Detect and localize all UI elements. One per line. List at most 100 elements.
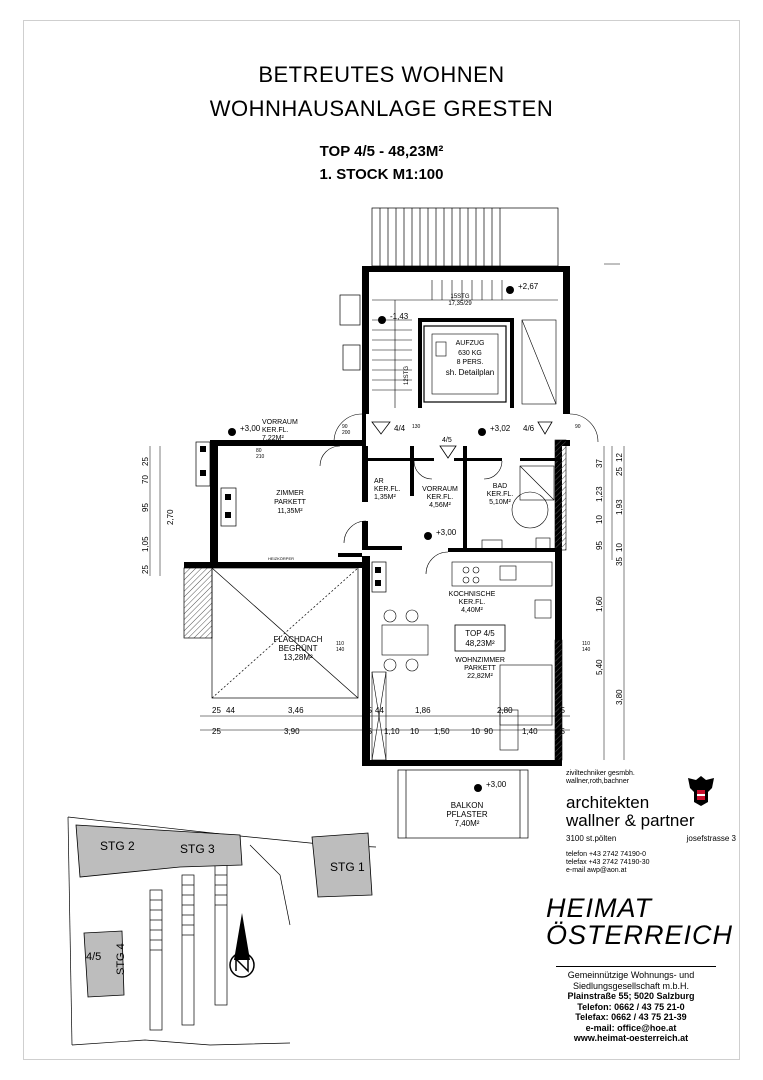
level-4: +3,02 — [490, 424, 511, 433]
room-flachdach-area: 13,28M² — [283, 653, 313, 662]
dim-right-380: 3,80 — [615, 689, 624, 705]
room-kochnische-area: 4,40M² — [461, 607, 483, 614]
title-line-2: WOHNHAUSANLAGE GRESTEN — [209, 96, 554, 121]
heimat-logo: HEIMAT ÖSTERREICH — [546, 893, 734, 950]
site-stg4: STG 4 — [115, 943, 127, 975]
dim-bot2-90: 90 — [484, 727, 493, 736]
dim-left-70: 70 — [141, 475, 150, 484]
room-balkon-area: 7,40M² — [455, 819, 480, 828]
dim-right-10a: 10 — [595, 515, 604, 524]
austrian-eagle-icon — [684, 770, 718, 810]
room-vorraum-ext-floor: KER.FL. — [262, 427, 289, 434]
level-6: +3,00 — [486, 780, 507, 789]
level-5: +3,00 — [436, 528, 457, 537]
mark-4-5: 4/5 — [442, 437, 452, 444]
page-frame — [23, 20, 740, 1060]
room-ar-area: 1,35M² — [374, 494, 396, 501]
unit-box-line1: TOP 4/5 — [465, 629, 495, 638]
flat-roof — [183, 567, 359, 699]
title-line-1: BETREUTES WOHNEN — [258, 62, 505, 87]
dim-right-193: 1,93 — [615, 499, 624, 515]
kitchen-counter — [451, 561, 553, 619]
company-line1: Gemeinnützige Wohnungs- und — [567, 970, 695, 980]
company-line2: Siedlungsgesellschaft m.b.H. — [572, 980, 690, 991]
room-balkon: BALKON — [451, 801, 484, 810]
stairwell — [372, 280, 558, 408]
dim-bot1-25a: 25 — [212, 706, 221, 715]
door-dim-90a: 90 — [342, 424, 348, 430]
dim-right-25: 25 — [615, 467, 624, 476]
room-balkon-floor: PFLASTER — [446, 810, 488, 819]
unit-label: TOP 4/5 - 48,23M² — [319, 143, 444, 160]
architect-line1: ziviltechniker gesmbh. — [566, 770, 635, 777]
architect-name2: wallner & partner — [566, 811, 695, 830]
company-line3: Plainstraße 55; 5020 Salzburg — [567, 991, 695, 1001]
room-vorraum-ext-area: 7,22M² — [262, 435, 284, 442]
room-ar-floor: KER.FL. — [374, 486, 401, 493]
dim-left-25a: 25 — [141, 457, 150, 466]
dim-bot2-10b: 10 — [471, 727, 480, 736]
dim-bot2-25a: 25 — [212, 727, 221, 736]
room-vorraum-area: 4,56M² — [429, 502, 451, 509]
dim-right-10b: 10 — [615, 543, 624, 552]
floor-scale: 1. STOCK M1:100 — [319, 166, 444, 183]
architect-city: 3100 st.pölten — [566, 834, 617, 843]
door-dim-110: 110 — [336, 641, 344, 647]
stairs-size: 17,35/29 — [448, 301, 472, 307]
room-zimmer-area: 11,35M² — [277, 508, 303, 515]
dim-bot1-25c: 25 — [556, 706, 565, 715]
dim-bot1-186: 1,86 — [415, 706, 431, 715]
mark-4-4: 4/4 — [394, 424, 406, 433]
room-vorraum-ext: VORRAUM — [262, 419, 298, 426]
door-dim-110b: 110 — [582, 641, 590, 647]
site-unit: 4/5 — [86, 951, 101, 963]
site-stg2: STG 2 — [100, 839, 135, 853]
door-dim-80: 80 — [256, 448, 262, 454]
door-dim-140b: 140 — [582, 647, 591, 653]
dim-bot2-10a: 10 — [410, 727, 419, 736]
room-zimmer: ZIMMER — [276, 490, 304, 497]
architect-name1: architekten — [566, 793, 650, 812]
dim-right-95: 95 — [595, 541, 604, 550]
room-kochnische-floor: KER.FL. — [459, 599, 486, 606]
room-bad-area: 5,10M² — [489, 499, 511, 506]
dim-right-160: 1,60 — [595, 596, 604, 612]
architect-tel: telefon +43 2742 74190-0 — [566, 851, 646, 858]
room-zimmer-floor: PARKETT — [274, 499, 306, 506]
company-divider — [556, 966, 716, 967]
site-buildings — [75, 824, 373, 998]
room-kochnische: KOCHNISCHE — [449, 591, 496, 598]
top-platform — [371, 207, 559, 267]
heimat-line2: ÖSTERREICH — [546, 920, 734, 950]
room-vorraum-floor: KER.FL. — [427, 494, 454, 501]
door-dim-90b: 90 — [575, 424, 581, 430]
stairs2-name: 12STG — [404, 366, 410, 385]
architect-mail: e-mail awp@aon.at — [566, 867, 627, 874]
room-vorraum: VORRAUM — [422, 486, 458, 493]
room-wohnzimmer: WOHNZIMMER — [455, 657, 505, 664]
architect-street: josefstrasse 3 — [686, 834, 736, 843]
site-plan: STG 2 STG 3 STG 1 4/5 STG 4 — [67, 816, 377, 1046]
dim-bot2-25b: 25 — [363, 727, 372, 736]
left-fixtures — [195, 294, 387, 593]
dim-bot1-44b: 44 — [375, 706, 384, 715]
room-ar: AR — [374, 478, 384, 485]
room-flachdach-floor: BEGRÜNT — [278, 644, 317, 653]
wall-hatch — [554, 439, 567, 551]
dim-bot1-346: 3,46 — [288, 706, 304, 715]
dim-bot1-44a: 44 — [226, 706, 235, 715]
level-2: -1,43 — [390, 312, 409, 321]
elevator-note: sh. Detailplan — [446, 368, 494, 377]
architect-block: ziviltechniker gesmbh. wallner,roth,bach… — [566, 770, 736, 875]
elevator-load: 630 KG — [458, 350, 482, 357]
company-info: Gemeinnützige Wohnungs- und Siedlungsges… — [556, 966, 716, 1044]
dim-bot1-280: 2,80 — [497, 706, 513, 715]
company-line7: www.heimat-oesterreich.at — [573, 1033, 689, 1043]
heizkoerper-label: HEIZKÖRPER — [268, 556, 294, 561]
dim-left-95: 95 — [141, 503, 150, 512]
heimat-line1: HEIMAT — [546, 893, 652, 923]
dimension-lines — [149, 263, 625, 760]
unit-box-line2: 48,23M² — [465, 639, 495, 648]
sofa — [371, 664, 553, 761]
elevator-name: AUFZUG — [456, 340, 485, 347]
